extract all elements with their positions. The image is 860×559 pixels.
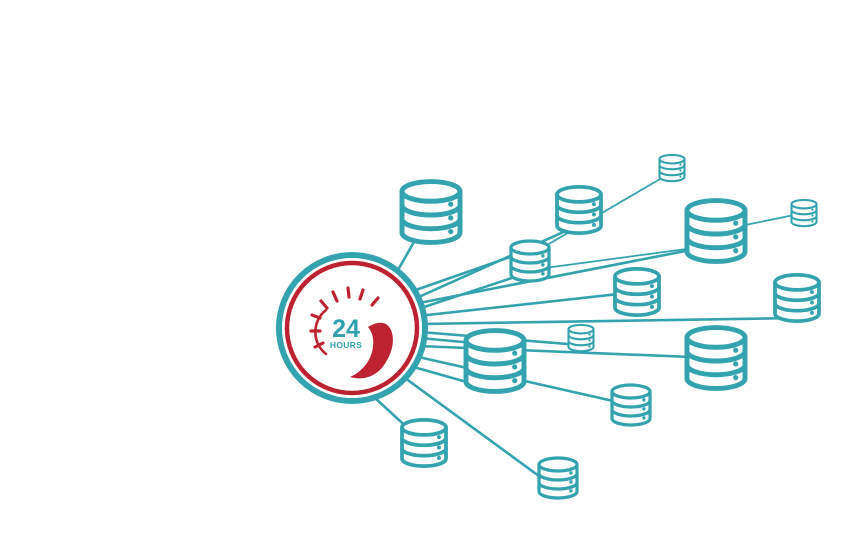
connection-line xyxy=(404,376,559,492)
database-icon xyxy=(509,239,551,283)
hub-24-hours: 24 HOURS xyxy=(276,252,428,404)
database-icon xyxy=(567,323,595,353)
database-nodes xyxy=(399,153,821,500)
database-icon xyxy=(773,273,821,323)
connection-line xyxy=(417,290,638,318)
database-icon xyxy=(463,328,527,394)
database-icon xyxy=(537,456,579,500)
connection-line xyxy=(417,344,717,360)
connection-line xyxy=(414,270,531,312)
database-icon xyxy=(555,185,603,235)
database-icon xyxy=(399,179,463,245)
sun-rays-icon xyxy=(309,286,380,356)
database-icon xyxy=(400,418,448,468)
hub-unit-label: HOURS xyxy=(330,340,362,350)
database-icon xyxy=(613,267,661,317)
database-icon xyxy=(684,325,748,391)
crescent-moon-icon xyxy=(350,322,393,379)
database-icon xyxy=(684,198,748,264)
hub-number: 24 xyxy=(332,315,360,343)
database-icon xyxy=(658,153,686,183)
connection-line xyxy=(411,223,580,302)
database-icon xyxy=(790,198,818,228)
connection-line xyxy=(419,316,798,326)
database-icon xyxy=(610,383,652,427)
